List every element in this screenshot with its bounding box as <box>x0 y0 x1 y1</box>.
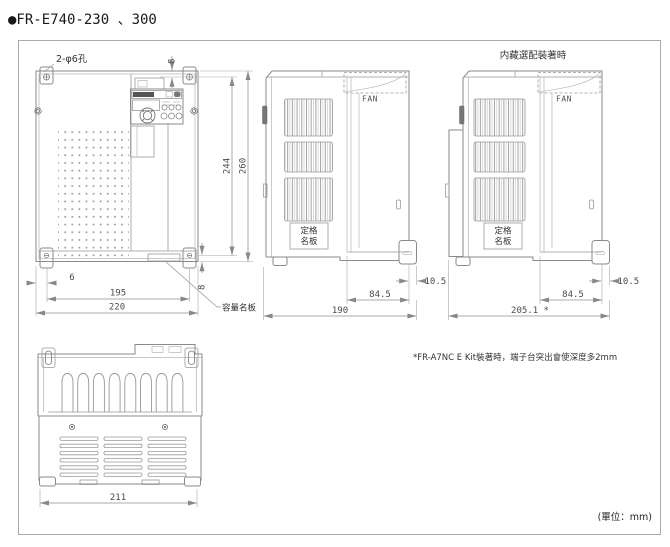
bottom-foot <box>272 256 288 266</box>
dim-width: 211 <box>110 493 126 503</box>
side-view: FAN 定格 名板 10.5 84. <box>262 70 447 320</box>
vent-slot-grid <box>59 436 187 477</box>
unit-note: (單位：mm) <box>598 511 652 523</box>
front-view-dimensions: 8 244 260 8 6 195 220 <box>26 56 253 316</box>
panel-icon <box>165 91 173 98</box>
dim-foot-offset: 6 <box>69 273 74 283</box>
front-step <box>445 183 450 198</box>
page-title: ●FR-E740-230 、300 <box>8 12 157 28</box>
front-cover-outline <box>38 73 196 259</box>
option-side-view: 内藏選配裝著時 FAN 定格 名板 <box>445 50 640 320</box>
terminal-protrusion <box>589 199 594 210</box>
bottom-foot <box>39 476 56 487</box>
mounting-foot <box>39 247 54 269</box>
option-view-dimensions: 10.5 84.5 205.1 * <box>448 256 640 320</box>
front-face-edge <box>265 70 273 257</box>
rating-nameplate-line1: 定格 <box>494 226 512 237</box>
dial-bump <box>459 105 465 125</box>
dim-bottom-margin: 8 <box>198 285 208 290</box>
mounting-foot <box>182 247 197 269</box>
option-terminal-protrusion <box>448 129 463 257</box>
fan-label: FAN <box>362 95 378 104</box>
side-view-dimensions: 10.5 84.5 190 <box>263 256 447 320</box>
mounting-tab <box>182 66 197 85</box>
mitsubishi-logo <box>133 92 154 97</box>
fan-region <box>343 72 407 94</box>
rating-nameplate-line2: 名板 <box>494 236 512 247</box>
front-step <box>263 183 268 198</box>
dim-top-margin: 8 <box>168 59 178 64</box>
dim-hole-span: 195 <box>110 289 126 299</box>
setting-dial <box>139 107 156 124</box>
leader-line <box>43 63 55 73</box>
side-screw-icon <box>34 107 198 115</box>
fan-region <box>537 72 601 94</box>
panel-buttons <box>160 104 183 120</box>
vent-dot-grid <box>58 127 129 258</box>
fan-label: FAN <box>556 95 572 104</box>
rating-nameplate-line1: 定格 <box>300 226 318 237</box>
operation-panel <box>130 88 184 125</box>
capacity-nameplate-label: 容量名板 <box>222 303 257 314</box>
bottom-view-dimensions: 211 <box>39 489 198 507</box>
dim-depth: 190 <box>332 306 348 316</box>
rating-nameplate-line2: 名板 <box>300 236 318 247</box>
footnote: *FR-A7NC E Kit裝著時，端子台突出會使深度多2mm <box>413 352 617 363</box>
front-view: 容量名板 2-φ6孔 8 244 260 8 6 <box>26 54 257 316</box>
screw-icon <box>68 423 169 431</box>
terminal-protrusion <box>396 199 401 210</box>
capacity-nameplate <box>147 253 181 262</box>
heatsink-fins <box>473 98 526 222</box>
dim-width: 220 <box>109 303 125 313</box>
dim-rear-offset: 10.5 <box>618 277 640 287</box>
dim-height: 260 <box>239 158 249 174</box>
rating-nameplate <box>289 222 329 250</box>
bottom-foot <box>455 256 471 266</box>
mounting-hole-label: 2-φ6孔 <box>56 54 88 65</box>
top-slot-detail <box>137 80 148 88</box>
leader-line <box>164 260 221 308</box>
heatsink-arches <box>48 373 192 413</box>
dial-bump <box>262 105 268 125</box>
bottom-view-top-profile <box>38 344 202 355</box>
option-view-caption: 内藏選配裝著時 <box>500 50 567 62</box>
drawing-frame <box>18 40 661 535</box>
rear-foot <box>398 240 417 265</box>
mounting-slot <box>41 347 199 368</box>
mounting-tab <box>39 66 54 85</box>
dim-hole-pitch: 244 <box>223 158 233 174</box>
wiring-cover <box>130 125 155 158</box>
bottom-foot <box>184 476 201 487</box>
rating-nameplate <box>483 222 523 250</box>
panel-display <box>132 99 160 111</box>
dim-rear-offset: 10.5 <box>425 277 447 287</box>
side-body-outline <box>469 70 603 241</box>
front-face-edge <box>462 70 470 257</box>
heatsink-fins <box>284 98 333 222</box>
dim-front-depth: 84.5 <box>562 290 584 300</box>
dim-front-depth: 84.5 <box>369 290 391 300</box>
bottom-view: 211 <box>37 344 203 507</box>
side-body-outline <box>272 70 410 241</box>
rear-foot <box>591 240 610 265</box>
arrow-icon <box>174 91 181 97</box>
inverter-front-body <box>35 70 199 262</box>
dim-depth: 205.1 * <box>511 306 549 316</box>
